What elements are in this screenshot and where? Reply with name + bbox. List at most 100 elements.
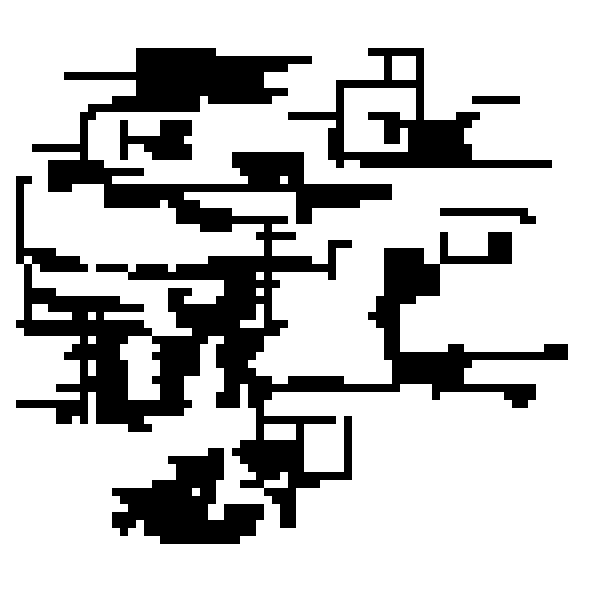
- maze-wall-59: [384, 120, 400, 144]
- maze-wall-145: [248, 376, 272, 384]
- maze-wall-233: [488, 232, 512, 240]
- maze-wall-136: [208, 256, 312, 264]
- maze-wall-207: [384, 288, 424, 296]
- maze-wall-101: [96, 416, 128, 424]
- maze-wall-127: [224, 368, 256, 376]
- maze-wall-194: [184, 528, 200, 536]
- maze-wall-242: [408, 288, 440, 296]
- maze-wall-76: [128, 272, 184, 280]
- maze-wall-55: [336, 88, 344, 168]
- maze-wall-84: [24, 320, 144, 328]
- maze-wall-192: [224, 512, 248, 520]
- maze-wall-202: [384, 248, 424, 256]
- maze-wall-27: [48, 160, 104, 168]
- maze-wall-169: [120, 496, 216, 504]
- maze-wall-177: [160, 536, 224, 544]
- maze-wall-41: [240, 168, 304, 176]
- maze-wall-20: [120, 120, 128, 160]
- maze-wall-201: [208, 480, 216, 504]
- maze-wall-51: [368, 48, 424, 56]
- maze-wall-218: [392, 376, 464, 384]
- maze-wall-183: [280, 520, 296, 528]
- maze-wall-39: [232, 152, 304, 160]
- maze-wall-193: [224, 520, 248, 528]
- maze-wall-17: [80, 112, 96, 120]
- maze-wall-119: [184, 304, 256, 312]
- maze-wall-9: [208, 64, 288, 72]
- maze-wall-7: [112, 104, 200, 112]
- maze-wall-37: [168, 200, 200, 208]
- maze-wall-230: [440, 232, 448, 264]
- maze-wall-43: [248, 176, 280, 184]
- maze-wall-91: [72, 344, 120, 352]
- maze-wall-234: [488, 240, 512, 248]
- maze-wall-47: [296, 208, 312, 224]
- maze-wall-25: [144, 144, 192, 152]
- maze-wall-67: [336, 152, 464, 160]
- maze-wall-23: [160, 128, 192, 136]
- maze-wall-171: [200, 480, 208, 520]
- maze-wall-66: [456, 128, 464, 152]
- maze-wall-227: [432, 392, 440, 400]
- maze-wall-166: [152, 480, 208, 488]
- maze-wall-238: [520, 216, 536, 224]
- maze-wall-26: [152, 152, 192, 160]
- maze-wall-132: [184, 272, 256, 280]
- maze-wall-42: [288, 176, 304, 184]
- maze-wall-18: [80, 120, 88, 160]
- maze-wall-213: [384, 336, 400, 344]
- maze-wall-10: [208, 72, 264, 80]
- maze-wall-96: [88, 376, 128, 384]
- maze-wall-205: [384, 272, 424, 280]
- maze-wall-160: [256, 472, 280, 480]
- maze-wall-34: [104, 200, 160, 208]
- maze-wall-164: [208, 448, 224, 456]
- maze-wall-45: [296, 192, 392, 200]
- maze-wall-109: [144, 400, 160, 408]
- maze-wall-3: [136, 72, 208, 80]
- maze-wall-13: [208, 96, 272, 104]
- maze-wall-48: [240, 216, 288, 224]
- maze-wall-68: [360, 160, 552, 168]
- maze-wall-31: [104, 184, 304, 192]
- maze-wall-125: [216, 352, 256, 360]
- maze-wall-92: [88, 352, 120, 360]
- maze-wall-235: [488, 248, 512, 256]
- maze-wall-83: [48, 304, 144, 312]
- maze-wall-15: [88, 104, 120, 112]
- maze-wall-2: [136, 64, 208, 72]
- maze-wall-97: [56, 384, 128, 392]
- maze-wall-212: [384, 328, 400, 336]
- maze-wall-142: [168, 304, 184, 312]
- maze-wall-168: [112, 488, 128, 496]
- maze-wall-167: [128, 488, 192, 496]
- maze-wall-217: [392, 368, 464, 376]
- maze-wall-214: [384, 344, 400, 352]
- maze-wall-71: [24, 248, 56, 256]
- maze-wall-120: [192, 312, 256, 320]
- maze-wall-208: [376, 296, 416, 304]
- maze-wall-179: [264, 488, 296, 496]
- maze-wall-90: [80, 336, 88, 424]
- maze-wall-5: [136, 88, 208, 96]
- maze-wall-232: [440, 208, 456, 216]
- maze-wall-61: [408, 128, 464, 136]
- maze-wall-133: [224, 280, 280, 288]
- maze-wall-106: [128, 408, 184, 416]
- maze-wall-78: [328, 240, 336, 280]
- maze-wall-245: [456, 112, 480, 120]
- maze-wall-104: [56, 416, 72, 424]
- maze-wall-157: [232, 448, 296, 456]
- maze-wall-140: [168, 288, 192, 296]
- maze-wall-131: [216, 400, 240, 408]
- maze-wall-165: [176, 472, 224, 480]
- maze-wall-209: [376, 304, 400, 312]
- maze-wall-195: [184, 520, 200, 528]
- maze-wall-62: [408, 136, 464, 144]
- maze-wall-154: [344, 416, 352, 480]
- maze-wall-24: [160, 136, 184, 144]
- maze-wall-188: [144, 528, 168, 536]
- maze-wall-178: [224, 536, 240, 544]
- maze-wall-121: [192, 320, 240, 328]
- maze-wall-143: [176, 312, 192, 320]
